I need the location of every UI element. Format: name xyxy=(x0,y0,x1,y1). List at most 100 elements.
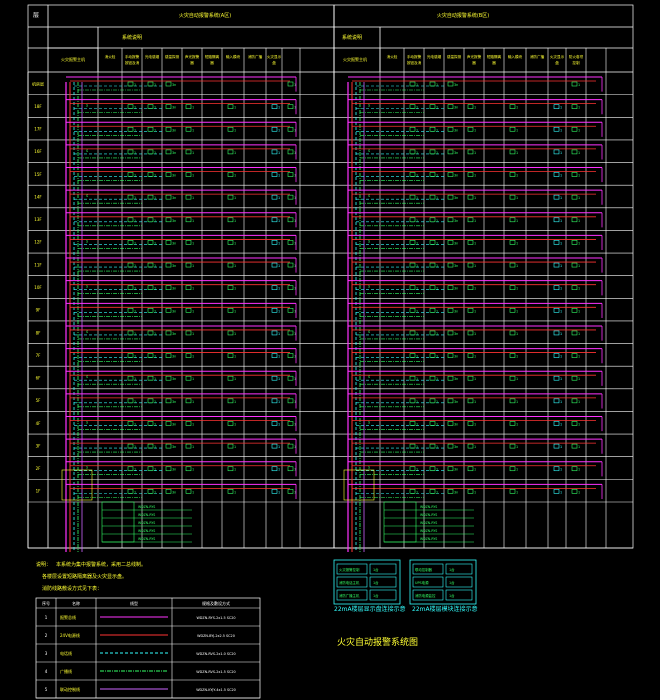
left-device-box xyxy=(165,104,172,109)
right-device-box xyxy=(429,443,436,449)
right-device-label: 1 xyxy=(436,128,438,132)
right-device-label: 1 xyxy=(578,128,580,132)
left-device-label: 1 xyxy=(192,355,194,359)
right-device-box xyxy=(553,172,560,177)
right-controller-text: WDZN-RYS xyxy=(420,529,437,533)
legend-row-name: 联动控制线 xyxy=(60,686,80,692)
right-device-label: 1 xyxy=(474,287,476,291)
floor-label: 6F xyxy=(36,376,42,381)
left-device-label: 3n xyxy=(172,377,176,381)
column-header-left: 器 xyxy=(190,61,194,65)
group-a-schedule-cell xyxy=(369,576,397,588)
floor-label: 5F xyxy=(36,398,42,403)
left-device-box xyxy=(185,172,192,177)
left-device-box xyxy=(287,240,294,245)
left-controller-text: WDZN-RYS xyxy=(138,537,155,541)
left-device-label: 3n xyxy=(172,174,176,178)
group-a-schedule-qty: 1台 xyxy=(373,593,379,598)
right-device-box xyxy=(509,443,516,449)
right-device-box xyxy=(429,104,436,109)
left-device-box xyxy=(227,149,234,155)
left-device-box xyxy=(185,126,192,132)
right-device-label: 1 xyxy=(578,196,580,200)
right-device-box xyxy=(467,398,474,404)
right-device-box xyxy=(447,375,454,381)
left-device-label: 1 xyxy=(278,332,280,336)
group-a-schedule-name: 火灾报警控制 xyxy=(339,567,360,572)
right-device-box xyxy=(509,126,516,132)
left-device-label: 1 xyxy=(192,309,194,313)
left-controller-text: WDZN-RYS xyxy=(138,529,155,533)
left-device-box xyxy=(127,353,134,358)
group-a-schedule-frame xyxy=(333,559,401,605)
column-header-left: 盘 xyxy=(272,60,276,65)
right-device-label: 1 xyxy=(416,128,418,132)
left-device-box xyxy=(147,217,154,223)
right-device-label: 1 xyxy=(416,106,418,110)
left-device-box xyxy=(185,308,192,313)
right-device-label: 1 xyxy=(516,332,518,336)
right-device-box xyxy=(429,172,436,177)
right-device-box xyxy=(467,489,474,494)
left-device-box xyxy=(165,398,172,404)
left-device-label: 1 xyxy=(294,422,296,426)
right-device-label: 3n xyxy=(454,445,458,449)
left-controller-text: WDZN-RYS xyxy=(138,513,155,517)
left-device-label: 1 xyxy=(154,490,156,494)
right-device-box xyxy=(467,466,474,472)
column-header-right: 输入模块 xyxy=(508,54,523,59)
right-controller-text: WDZN-RYS xyxy=(420,513,437,517)
left-device-box xyxy=(185,421,192,426)
right-device-box xyxy=(467,375,474,381)
left-device-label: 1 xyxy=(192,106,194,110)
left-device-label: 1 xyxy=(154,355,156,359)
right-device-box xyxy=(409,81,416,87)
floor-label: 18F xyxy=(34,104,42,109)
right-device-label: 1 xyxy=(578,287,580,291)
left-device-label: 1 xyxy=(294,287,296,291)
right-device-label: 1 xyxy=(416,264,418,268)
left-device-label: 1 xyxy=(134,309,136,313)
right-device-box xyxy=(429,285,436,290)
left-riser-tag: S xyxy=(86,285,88,289)
left-device-box xyxy=(227,375,234,381)
right-controller-text: WDZN-RYS xyxy=(420,505,437,509)
left-device-box xyxy=(227,398,234,404)
left-device-box xyxy=(287,104,294,109)
group-b-schedule-name: 消防电源监控 xyxy=(415,593,436,598)
floor-label: 11F xyxy=(34,262,42,267)
left-device-label: 3n xyxy=(172,422,176,426)
right-device-label: 1 xyxy=(436,309,438,313)
left-ground-panel xyxy=(61,469,93,501)
left-device-box xyxy=(271,398,278,404)
right-device-box xyxy=(509,466,516,472)
legend-table xyxy=(35,597,261,699)
right-device-box xyxy=(467,262,474,268)
right-device-box xyxy=(571,262,578,268)
floor-label: 12F xyxy=(34,240,42,245)
left-riser-tag: S xyxy=(86,149,88,153)
right-riser-tag: S xyxy=(368,330,370,334)
left-device-box xyxy=(227,194,234,200)
left-riser-tag: S xyxy=(86,239,88,243)
right-device-label: 1 xyxy=(516,264,518,268)
right-device-label: 1 xyxy=(516,196,518,200)
left-device-box xyxy=(271,194,278,200)
left-device-label: 3n xyxy=(172,490,176,494)
right-device-box xyxy=(409,443,416,449)
header-left-title: 火灾自动报警系统(A区) xyxy=(179,12,231,19)
legend-row-spec: WDZN-RVS-2x1.0 SC20 xyxy=(196,652,235,656)
left-device-box xyxy=(127,466,134,472)
left-device-label: 1 xyxy=(154,128,156,132)
right-device-box xyxy=(553,375,560,381)
right-device-box xyxy=(509,149,516,155)
left-device-label: 1 xyxy=(294,377,296,381)
right-device-box xyxy=(409,194,416,200)
legend-row-name: 电话线 xyxy=(60,650,72,656)
right-device-label: 3n xyxy=(454,196,458,200)
right-device-label: 1 xyxy=(578,355,580,359)
right-riser-tag: S xyxy=(368,420,370,424)
left-device-box xyxy=(271,489,278,494)
left-device-label: 1 xyxy=(278,355,280,359)
left-device-label: 1 xyxy=(154,264,156,268)
